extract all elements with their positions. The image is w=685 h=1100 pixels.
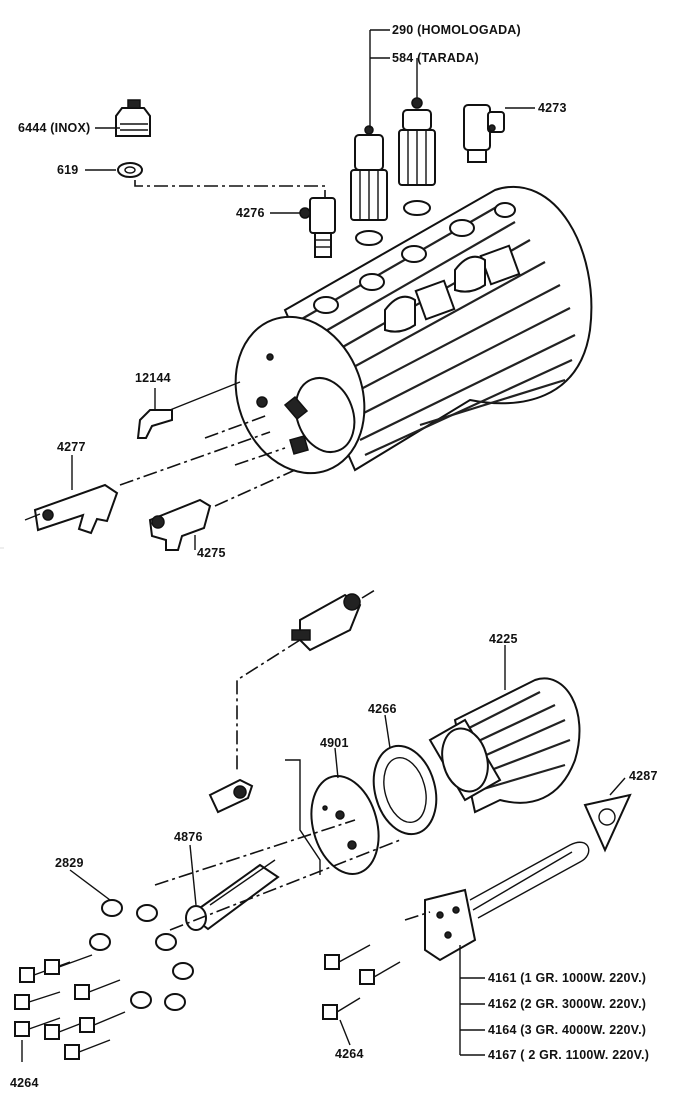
label-4167: 4167 ( 2 GR. 1100W. 220V.) [488,1048,650,1062]
label-4164: 4164 (3 GR. 4000W. 220V.) [488,1023,647,1037]
label-2829: 2829 [55,856,84,870]
bolts-4264-left [14,954,126,1060]
valve-584 [398,97,436,216]
label-4876: 4876 [174,830,203,844]
heating-element-4876 [154,819,401,931]
fitting-4273 [463,104,505,163]
label-4264-left: 4264 [10,1076,39,1090]
fitting-4275 [148,469,296,551]
label-4276: 4276 [236,206,265,220]
fitting-12144 [136,381,241,439]
label-4162: 4162 (2 GR. 3000W. 220V.) [488,997,647,1011]
label-619: 619 [57,163,79,177]
label-4901: 4901 [320,736,349,750]
fitting-6444 [115,99,151,137]
washers-2829 [89,899,194,1011]
label-4161: 4161 (1 GR. 1000W. 220V.) [488,971,647,985]
bolts-4264-middle [322,944,401,1020]
fitting-4276 [299,197,336,258]
label-4273: 4273 [538,101,567,115]
label-4264-middle: 4264 [335,1047,364,1061]
gasket-4287 [583,793,632,853]
label-4225: 4225 [489,632,518,646]
washer-619 [117,162,143,178]
label-12144: 12144 [135,371,171,385]
label-290: 290 (HOMOLOGADA) [392,23,521,37]
tee-4277 [24,431,271,535]
label-4266: 4266 [368,702,397,716]
tube-4225 [428,677,581,814]
connector-top [236,589,376,770]
valve-290 [350,125,388,246]
label-6444: 6444 (INOX) [18,121,91,135]
heating-element-4161 [404,841,590,962]
boiler-tank [234,185,593,475]
gasket-4266 [372,744,438,836]
label-4287: 4287 [629,769,658,783]
label-4275: 4275 [197,546,226,560]
plate-4901 [310,774,380,876]
label-584: 584 (TARADA) [392,51,479,65]
connector-mid [208,778,254,814]
label-4277: 4277 [57,440,86,454]
